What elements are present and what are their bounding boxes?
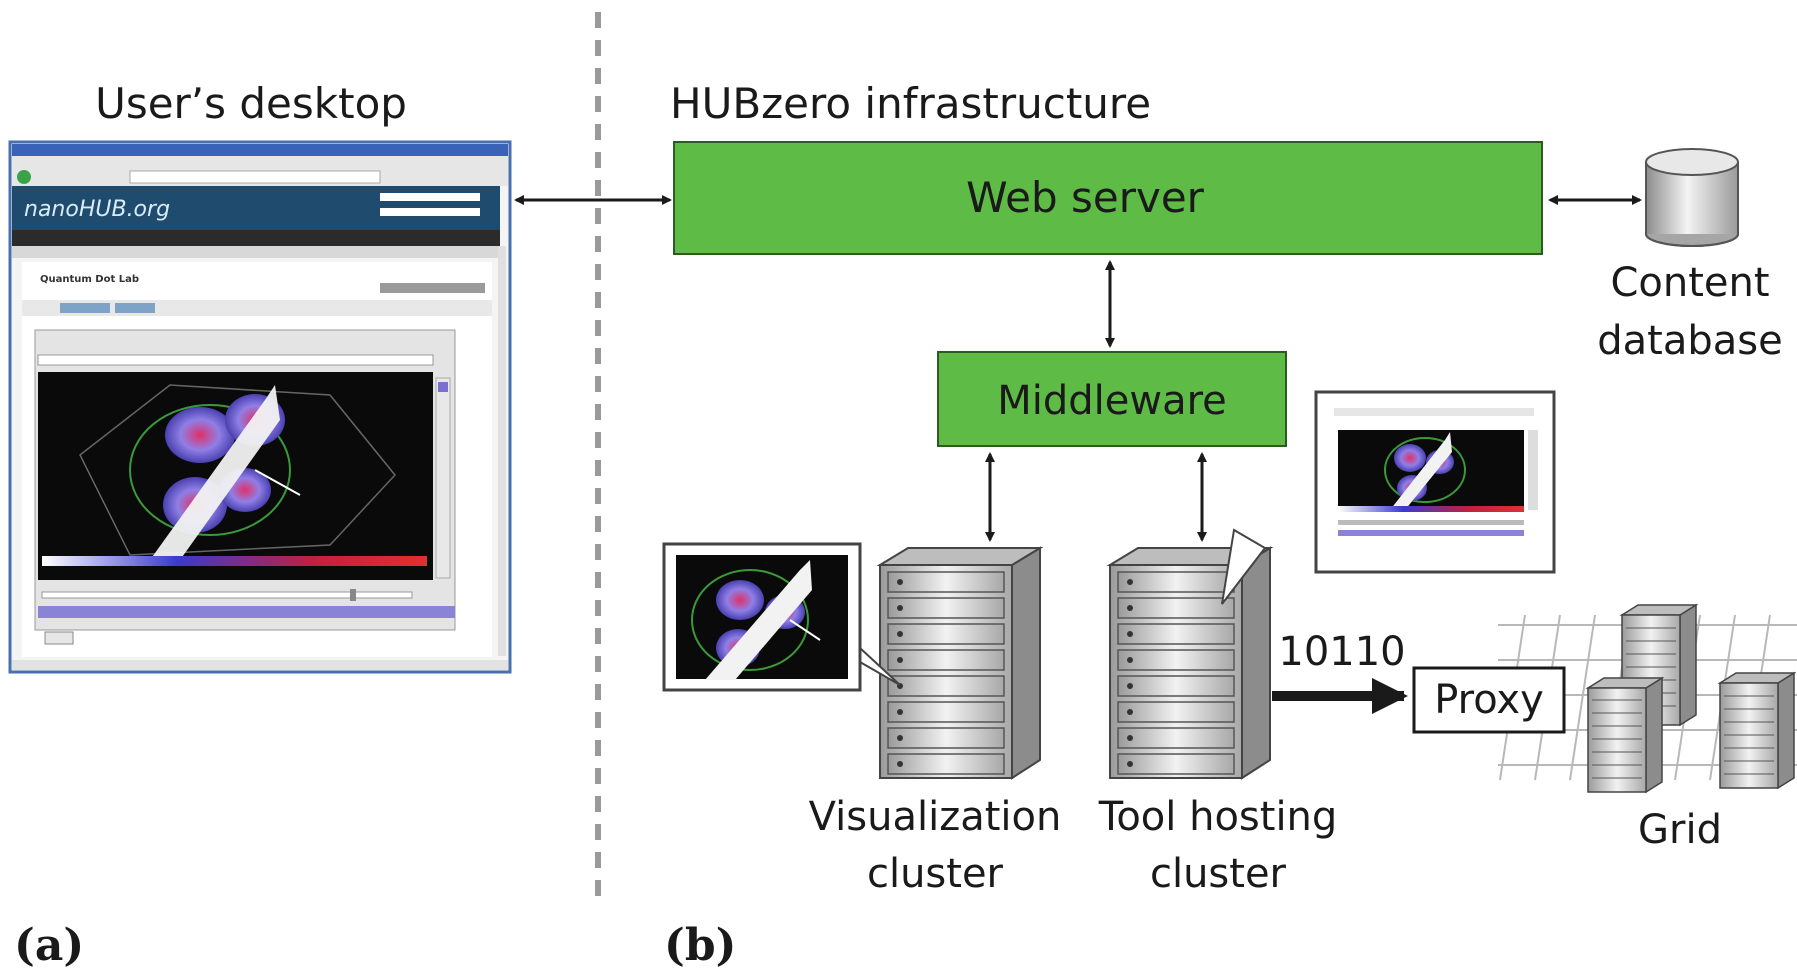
grid-server-icon — [1585, 676, 1665, 794]
grid-label: Grid — [1638, 807, 1722, 853]
desktop-screenshot: nanoHUB.org Quantum Dot Lab — [8, 140, 512, 674]
visualization-cluster-label-1: Visualization — [809, 794, 1062, 840]
visualization-server-icon — [876, 546, 1044, 780]
tool-hosting-server-icon — [1106, 546, 1274, 780]
panel-a-title: User’s desktop — [95, 79, 407, 128]
toolhosting-callout — [1221, 390, 1556, 605]
database-icon — [1645, 148, 1739, 247]
content-database-label-1: Content — [1610, 260, 1769, 306]
site-logo: nanoHUB.org — [24, 197, 170, 222]
grid-server-icon — [1717, 671, 1797, 790]
middleware-box — [937, 351, 1287, 447]
web-server-label: Web server — [966, 173, 1205, 222]
visualization-cluster-label-2: cluster — [867, 851, 1004, 897]
back-icon — [17, 170, 31, 184]
site-nav — [12, 230, 500, 246]
web-server-box — [673, 141, 1543, 255]
content-database-label-2: database — [1597, 318, 1782, 364]
color-scale-bar — [42, 556, 427, 566]
middleware-label: Middleware — [997, 378, 1227, 424]
toolhosting-cluster-label-1: Tool hosting — [1098, 794, 1338, 840]
page-heading: Quantum Dot Lab — [40, 274, 139, 285]
data-bits-label: 10110 — [1278, 629, 1405, 675]
panel-a-letter: (a) — [14, 920, 84, 971]
visualization-callout — [662, 542, 901, 692]
proxy-label: Proxy — [1434, 677, 1544, 723]
panel-b-title: HUBzero infrastructure — [670, 79, 1151, 128]
panel-b-letter: (b) — [664, 920, 736, 971]
proxy-box — [1412, 666, 1566, 734]
toolhosting-cluster-label-2: cluster — [1150, 851, 1287, 897]
